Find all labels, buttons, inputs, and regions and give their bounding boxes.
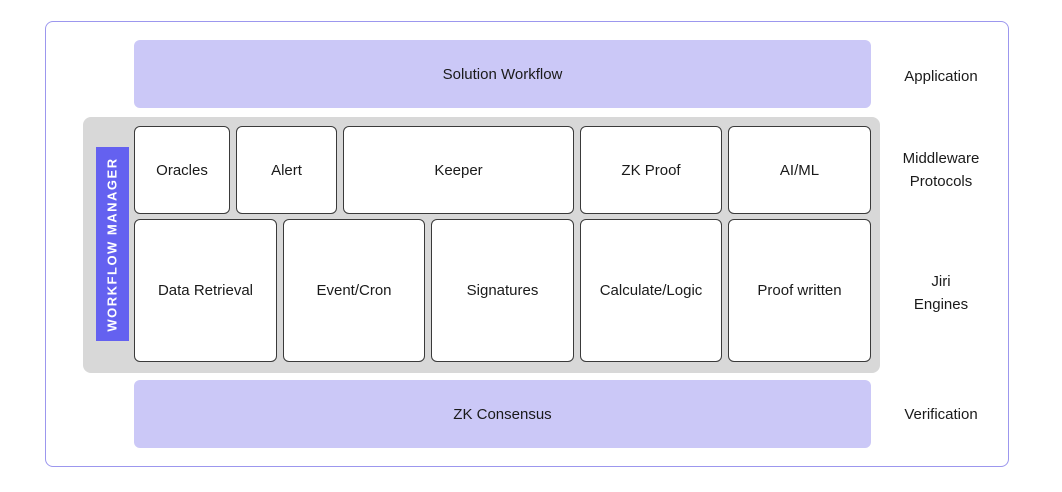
application-layer-label: Application	[904, 68, 978, 85]
verification-layer-label: Verification	[904, 406, 978, 423]
outer-frame	[45, 21, 1009, 467]
zk-consensus-band: ZK Consensus	[134, 380, 871, 448]
middleware-protocols-label: Middleware Protocols	[902, 150, 980, 190]
jiri-engines-label: Jiri Engines	[913, 273, 969, 313]
engine-item-proof-written: Proof written	[728, 219, 871, 362]
zk-consensus-label: ZK Consensus	[453, 405, 552, 423]
engine-item-signatures: Signatures	[431, 219, 574, 362]
middleware-item-alert: Alert	[236, 126, 337, 214]
workflow-manager-label: WORKFLOW MANAGER	[105, 156, 121, 332]
middleware-item-zk-proof: ZK Proof	[580, 126, 722, 214]
middleware-item-keeper: Keeper	[343, 126, 574, 214]
engine-item-calculate-logic: Calculate/Logic	[580, 219, 722, 362]
workflow-manager-bar: WORKFLOW MANAGER	[96, 147, 129, 341]
solution-workflow-band: Solution Workflow	[134, 40, 871, 108]
middleware-item-oracles: Oracles	[134, 126, 230, 214]
engine-item-data-retrieval: Data Retrieval	[134, 219, 277, 362]
middleware-item-ai-ml: AI/ML	[728, 126, 871, 214]
engine-item-event-cron: Event/Cron	[283, 219, 425, 362]
solution-workflow-label: Solution Workflow	[442, 65, 563, 83]
